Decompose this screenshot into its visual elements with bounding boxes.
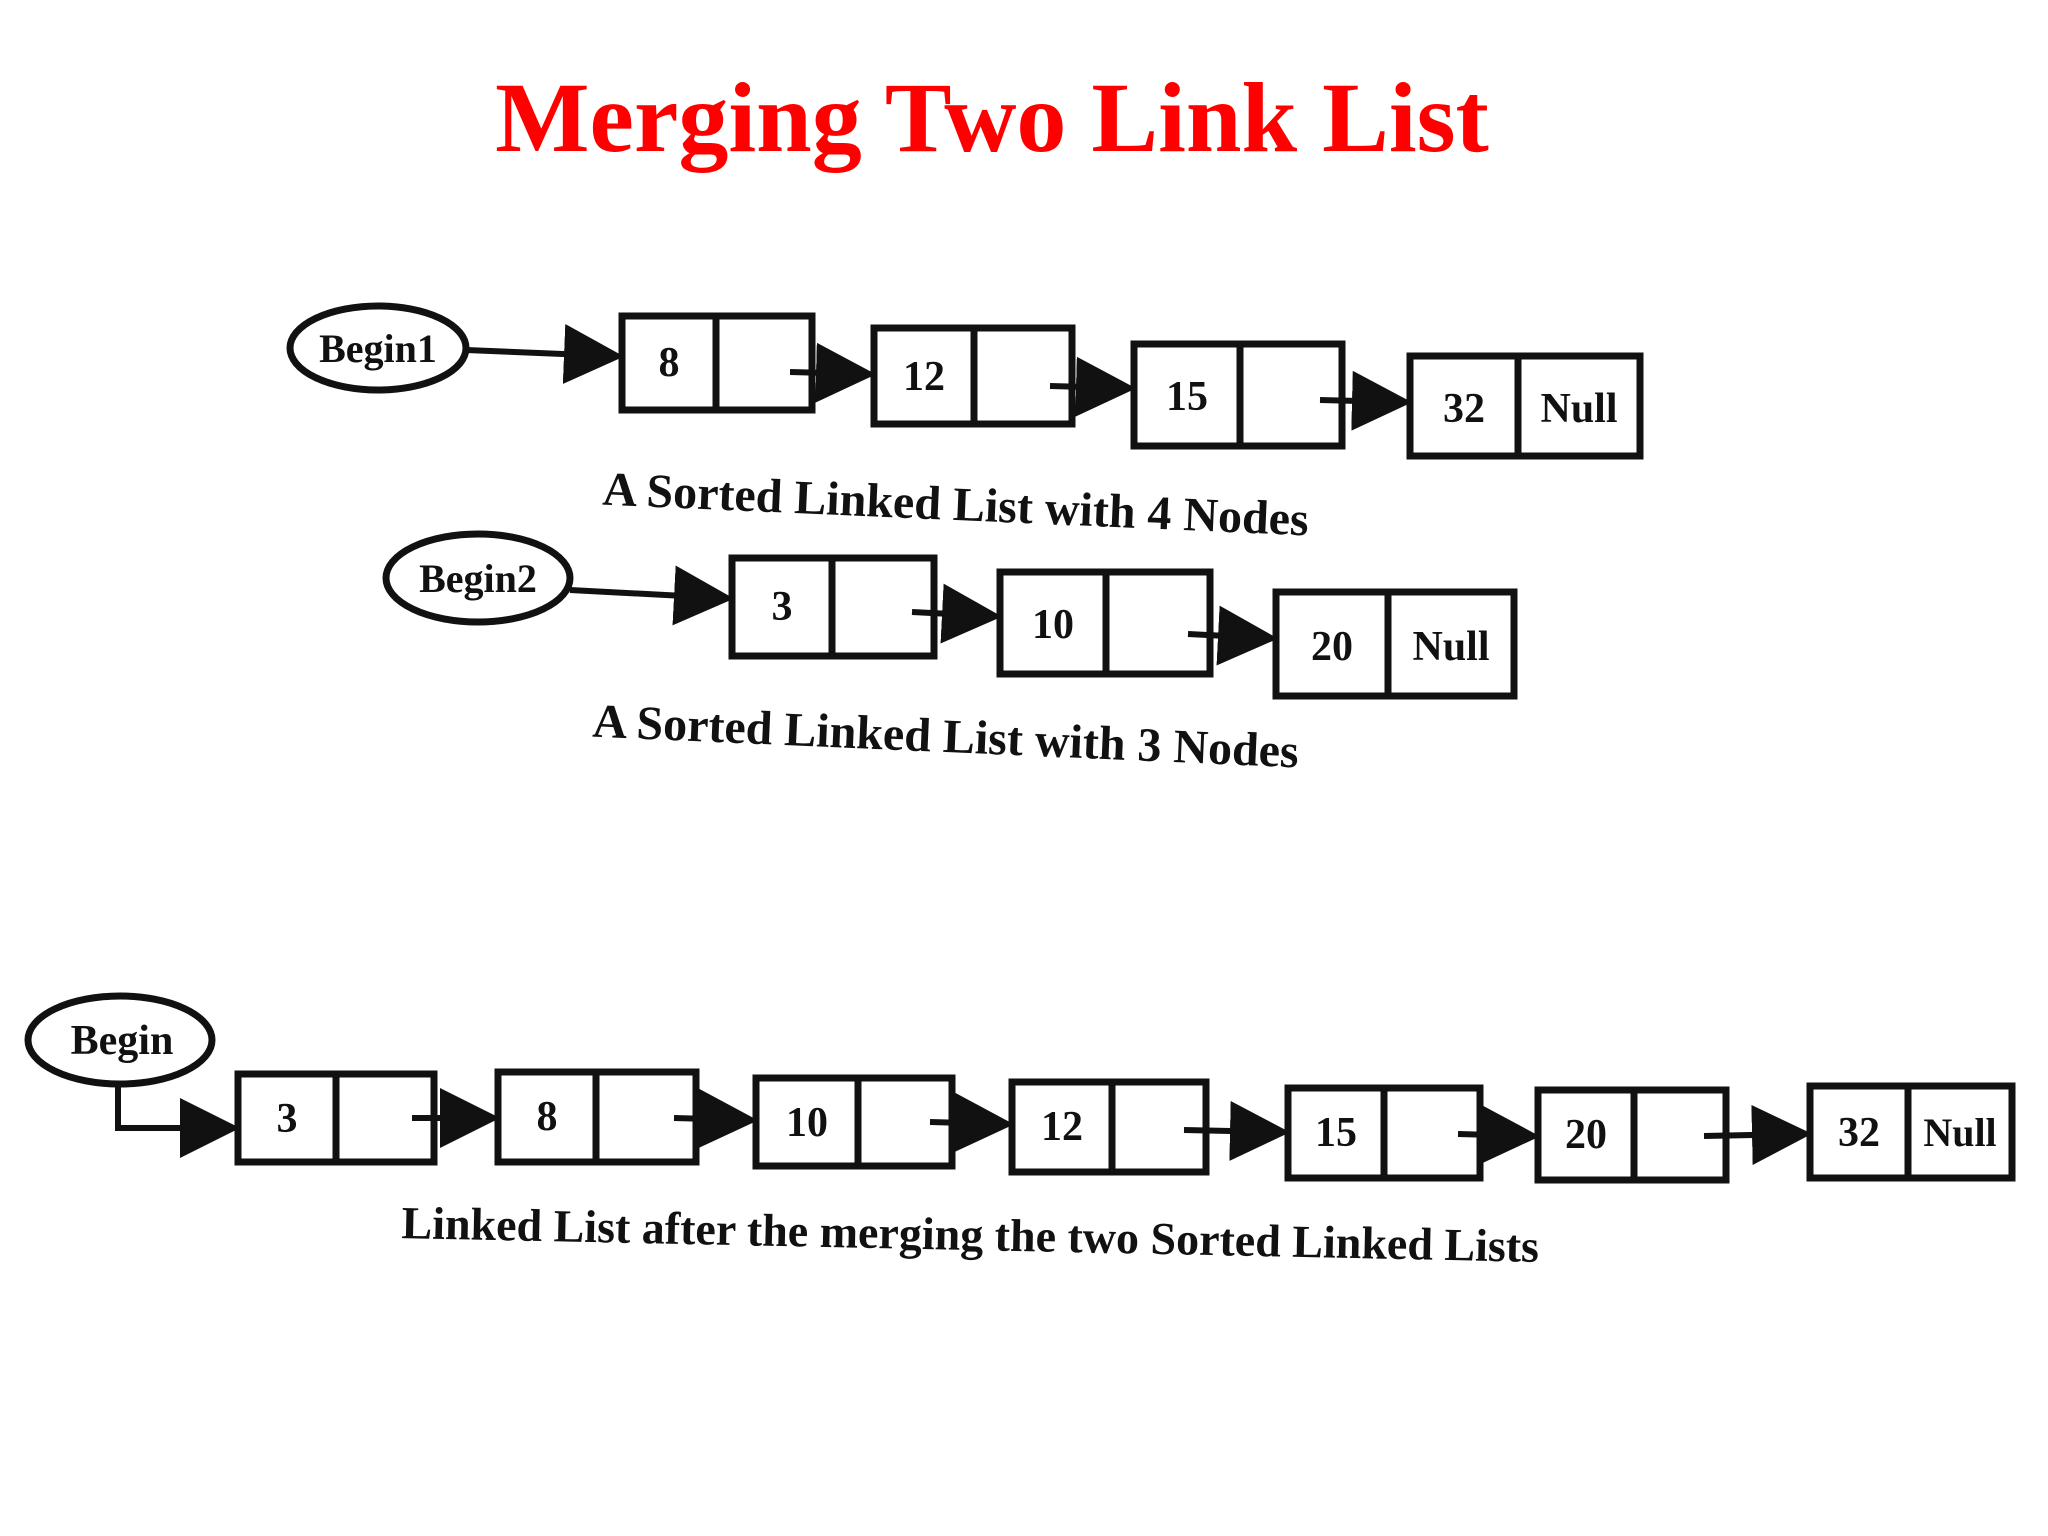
list-caption: A Sorted Linked List with 3 Nodes bbox=[591, 695, 1299, 779]
node-value: 8 bbox=[659, 340, 680, 386]
slide-title: Merging Two Link List bbox=[495, 62, 1489, 173]
node-value: 20 bbox=[1565, 1112, 1607, 1158]
next-arrow bbox=[673, 1088, 758, 1149]
list-node: 10 bbox=[752, 1074, 956, 1170]
null-terminator: Null bbox=[1412, 624, 1489, 670]
node-value: 15 bbox=[1315, 1110, 1357, 1156]
list-node: 32 Null bbox=[1406, 352, 1644, 460]
head-arrow bbox=[569, 565, 734, 626]
null-terminator: Null bbox=[1540, 386, 1617, 432]
node-value: 32 bbox=[1443, 386, 1485, 432]
next-arrow bbox=[1703, 1105, 1812, 1165]
head-arrow bbox=[465, 324, 624, 385]
head-pointer-label: Begin bbox=[71, 1018, 174, 1064]
node-value: 3 bbox=[772, 584, 793, 630]
next-arrow bbox=[1183, 1100, 1290, 1161]
node-value: 15 bbox=[1166, 374, 1208, 420]
node-value: 20 bbox=[1311, 624, 1353, 670]
linked-list-1: Begin1 8 12 15 32 Null A Sorted Linked L… bbox=[286, 302, 1644, 547]
head-pointer-label: Begin1 bbox=[319, 326, 437, 371]
head-pointer-ellipse bbox=[286, 302, 470, 394]
list-node: 10 bbox=[996, 568, 1214, 678]
node-value: 10 bbox=[786, 1100, 828, 1146]
head-pointer-ellipse bbox=[382, 530, 574, 626]
list-node: 15 bbox=[1130, 340, 1346, 450]
list-node: 20 Null bbox=[1272, 588, 1518, 700]
list-node: 3 bbox=[234, 1070, 438, 1166]
list-node: 12 bbox=[870, 324, 1076, 428]
next-arrow bbox=[789, 342, 876, 403]
node-value: 8 bbox=[537, 1094, 558, 1140]
list-node: 15 bbox=[1284, 1084, 1484, 1182]
next-arrow bbox=[1187, 605, 1278, 666]
head-pointer-label: Begin2 bbox=[419, 556, 537, 601]
node-value: 12 bbox=[1041, 1104, 1083, 1150]
head-arrow bbox=[115, 1084, 240, 1158]
list-node: 8 bbox=[618, 312, 816, 414]
list-node: 20 bbox=[1534, 1086, 1730, 1184]
list-caption: Linked List after the merging the two So… bbox=[401, 1197, 1539, 1272]
node-value: 12 bbox=[903, 354, 945, 400]
list-node: 12 bbox=[1008, 1078, 1210, 1176]
next-arrow bbox=[929, 1092, 1014, 1153]
next-arrow bbox=[1319, 370, 1412, 431]
list-node: 8 bbox=[494, 1068, 700, 1166]
list-node: 32 Null bbox=[1806, 1082, 2016, 1182]
list-caption: A Sorted Linked List with 4 Nodes bbox=[601, 463, 1309, 547]
merged-linked-list: Begin 3 8 10 12 15 bbox=[24, 992, 2016, 1272]
next-arrow bbox=[1049, 356, 1136, 417]
next-arrow bbox=[911, 583, 1002, 644]
node-value: 3 bbox=[277, 1096, 298, 1142]
next-arrow bbox=[1457, 1104, 1540, 1165]
linked-list-2: Begin2 3 10 20 Null A Sorted Linked List… bbox=[382, 530, 1518, 779]
node-value: 32 bbox=[1838, 1110, 1880, 1156]
node-value: 10 bbox=[1032, 602, 1074, 648]
null-terminator: Null bbox=[1923, 1110, 1996, 1155]
list-node: 3 bbox=[728, 554, 938, 660]
